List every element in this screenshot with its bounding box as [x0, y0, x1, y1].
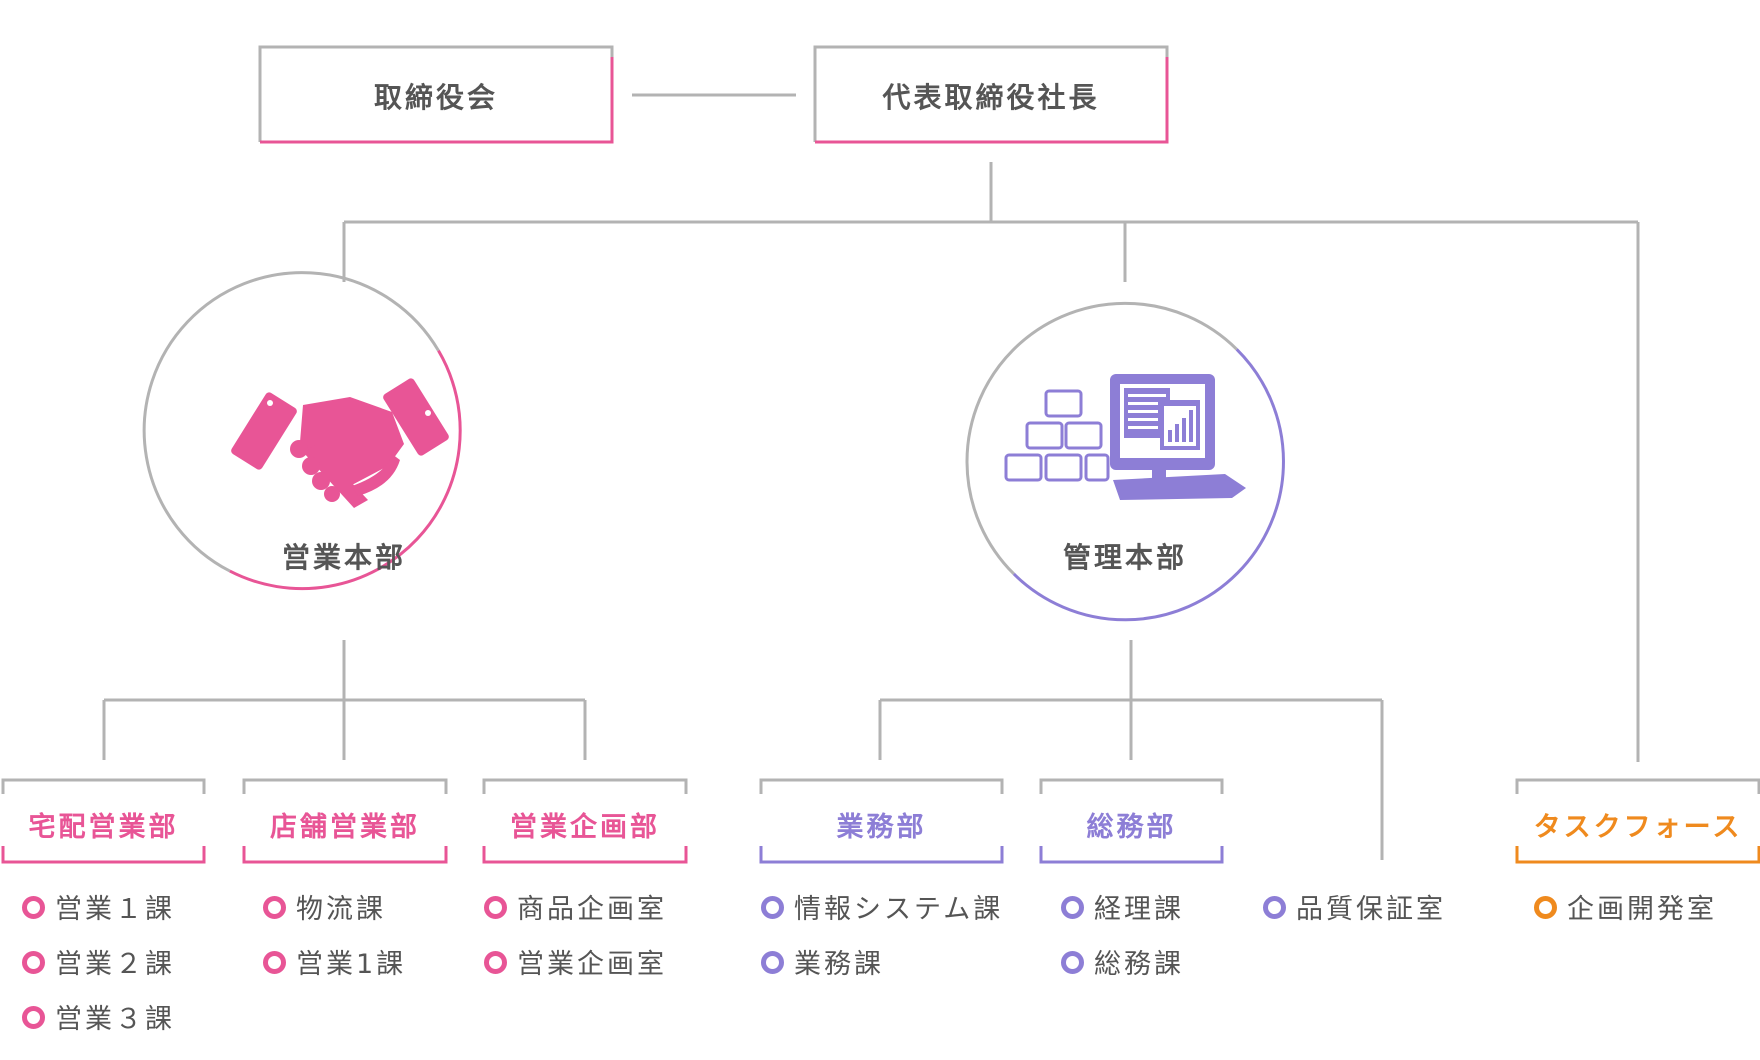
bullet-icon [1263, 896, 1286, 919]
president-box [813, 45, 1169, 144]
dept-label-takuhai: 宅配営業部 [28, 812, 179, 843]
dept-label-tenpo: 店舗営業部 [270, 812, 420, 843]
board-label: 取締役会 [373, 81, 498, 114]
list-item: 商品企画室 [484, 887, 667, 926]
bullet-icon [22, 896, 45, 919]
president-label: 代表取締役社長 [882, 81, 1100, 114]
bullet-icon [484, 896, 507, 919]
sales-division-label: 営業本部 [281, 541, 406, 574]
list-item: 情報システム課 [761, 887, 1003, 926]
list-item: 営業２課 [22, 942, 175, 981]
bullet-icon [484, 951, 507, 974]
bullet-icon [761, 951, 784, 974]
computer-boxes-icon [1004, 374, 1246, 500]
list-item: 品質保証室 [1263, 887, 1446, 926]
admin-tree [878, 640, 1384, 860]
sales-circle [142, 271, 462, 591]
list-item: 営業３課 [22, 997, 175, 1036]
bullet-icon [1061, 896, 1084, 919]
admin-circle [965, 301, 1286, 622]
board-box [258, 45, 614, 144]
list-item: 物流課 [263, 887, 386, 926]
admin-division-label: 管理本部 [1062, 541, 1187, 574]
main-tree [342, 162, 1640, 762]
bullet-icon [22, 951, 45, 974]
dept-label-somu: 総務部 [1086, 812, 1177, 843]
list-item: 営業１課 [22, 887, 175, 926]
bullet-icon [1061, 951, 1084, 974]
dept-label-kikaku: 営業企画部 [510, 812, 660, 843]
dept-label-gyomu: 業務部 [836, 812, 927, 843]
dept-label-taskforce: タスクフォース [1533, 812, 1743, 843]
dept-brackets [1, 778, 1760, 864]
bullet-icon [263, 896, 286, 919]
bullet-icon [22, 1006, 45, 1029]
handshake-icon [231, 378, 449, 508]
sales-tree [102, 640, 587, 760]
list-item: 経理課 [1061, 887, 1184, 926]
list-item: 営業1課 [263, 942, 406, 981]
bullet-icon [761, 896, 784, 919]
bullet-icon [263, 951, 286, 974]
bullet-icon [1534, 896, 1557, 919]
list-item: 企画開発室 [1534, 887, 1717, 926]
list-item: 総務課 [1061, 942, 1184, 981]
list-item: 営業企画室 [484, 942, 667, 981]
list-item: 業務課 [761, 942, 884, 981]
